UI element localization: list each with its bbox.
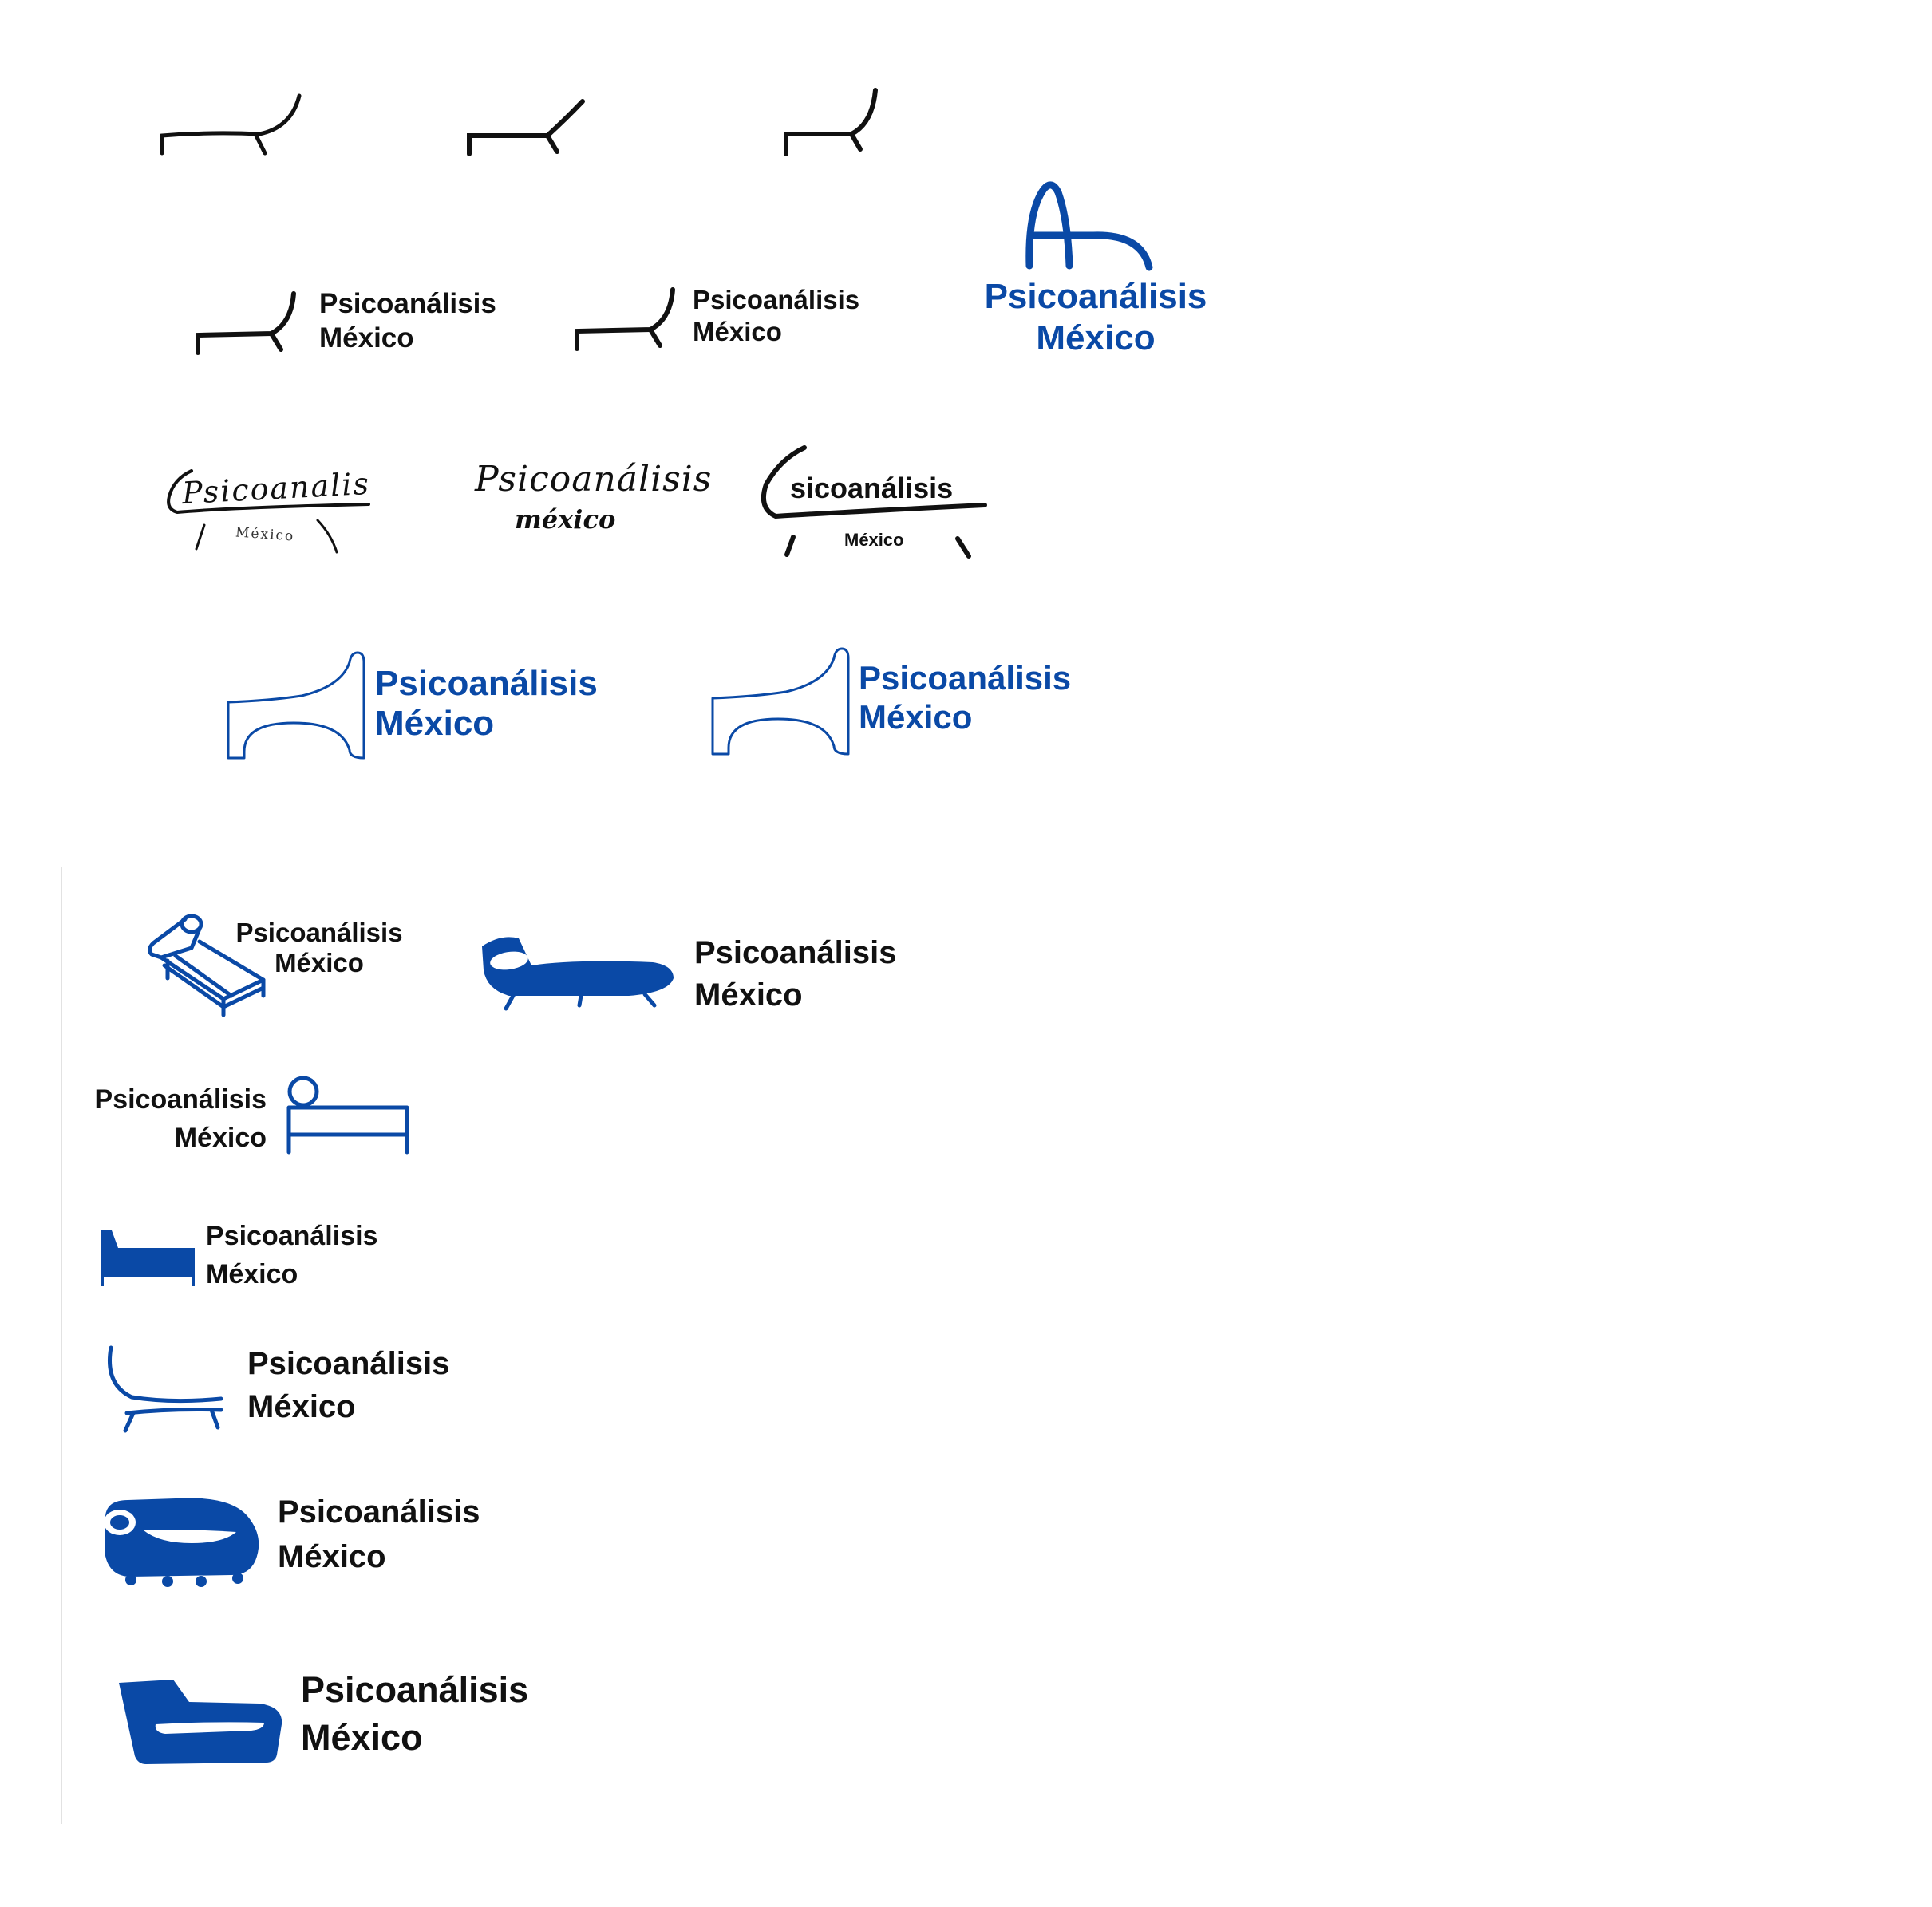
wordmark: Psicoanálisis México — [859, 659, 1071, 736]
wordmark-line2: México — [206, 1258, 298, 1289]
upright-lounger-sketch-icon — [784, 88, 878, 156]
wordmark: Psicoanálisis México — [206, 1218, 377, 1293]
round-headboard-bed-icon — [286, 1076, 409, 1155]
wordmark: Psicoanálisis México — [319, 287, 496, 355]
wordmark-line1: Psicoanálisis — [301, 1669, 529, 1710]
wordmark-line1: Psicoanálisis — [859, 659, 1072, 697]
divider — [61, 867, 62, 1824]
wordmark: Psicoanálisis México — [693, 284, 859, 349]
upright-lounger-sketch-icon — [575, 287, 675, 351]
wordmark-line1: Psicoanálisis — [319, 288, 496, 319]
angled-lounger-sketch-icon — [467, 99, 585, 156]
wordmark: Psicoanálisis México — [301, 1666, 528, 1763]
wordmark-line2: México — [301, 1717, 423, 1759]
wordmark-line2: México — [174, 1122, 267, 1153]
wordmark-line2: México — [694, 977, 803, 1013]
wordmark-line2: México — [275, 948, 364, 978]
arch-couch-icon — [1025, 181, 1153, 271]
capsule-lounger-icon — [482, 937, 674, 1011]
wordmark: Psicoanálisis México — [247, 1342, 449, 1429]
script-p-stroke-icon — [761, 445, 987, 559]
rolled-arm-sofa-icon — [104, 1498, 259, 1587]
wordmark-line1: Psicoanálisis — [694, 935, 897, 970]
wordmark-line1: Psicoanálisis — [984, 277, 1207, 316]
wordmark-line1: Psicoanálisis — [278, 1494, 480, 1530]
scroll-back-chaise-icon — [227, 651, 365, 760]
upright-lounger-sketch-icon — [196, 291, 296, 355]
script-wordmark-line2: méxico — [515, 504, 616, 535]
stylized-wordmark-line2: México — [844, 530, 904, 550]
wordmark: Psicoanálisis México — [86, 1081, 267, 1157]
wordmark-line1: Psicoanálisis — [693, 285, 860, 314]
wordmark-line2: México — [319, 322, 414, 353]
wordmark-line2: México — [278, 1539, 386, 1574]
wordmark: Psicoanálisis México — [278, 1490, 480, 1579]
wordmark-line1: Psicoanálisis — [206, 1221, 378, 1251]
wordmark-line1: Psicoanálisis — [94, 1084, 267, 1115]
wordmark: Psicoanálisis México — [231, 918, 407, 979]
scroll-back-chaise-icon — [711, 647, 850, 756]
block-daybed-icon — [101, 1230, 195, 1286]
wordmark: Psicoanálisis México — [375, 664, 598, 744]
stylized-wordmark-line1: sicoanálisis — [790, 472, 954, 504]
script-wordmark-line1: Psicoanálisis — [475, 459, 713, 499]
script-p-stroke-icon — [167, 469, 370, 554]
wordmark-line2: México — [693, 317, 782, 347]
wordmark-line2: México — [1036, 318, 1156, 357]
wordmark: Psicoanálisis México — [980, 276, 1211, 359]
wordmark-line2: México — [375, 704, 495, 744]
wordmark-line1: Psicoanálisis — [247, 1346, 450, 1381]
wordmark-line2: México — [859, 697, 973, 736]
swoop-chair-icon — [108, 1345, 223, 1433]
wordmark-line2: México — [247, 1389, 356, 1425]
curved-lounger-sketch-icon — [160, 93, 302, 156]
tilted-chaise-icon — [119, 1680, 282, 1764]
iso-chaise-bed-icon — [147, 914, 266, 1017]
wordmark: Psicoanálisis México — [694, 932, 896, 1017]
wordmark-line1: Psicoanálisis — [235, 918, 403, 947]
wordmark-line1: Psicoanálisis — [375, 664, 598, 703]
